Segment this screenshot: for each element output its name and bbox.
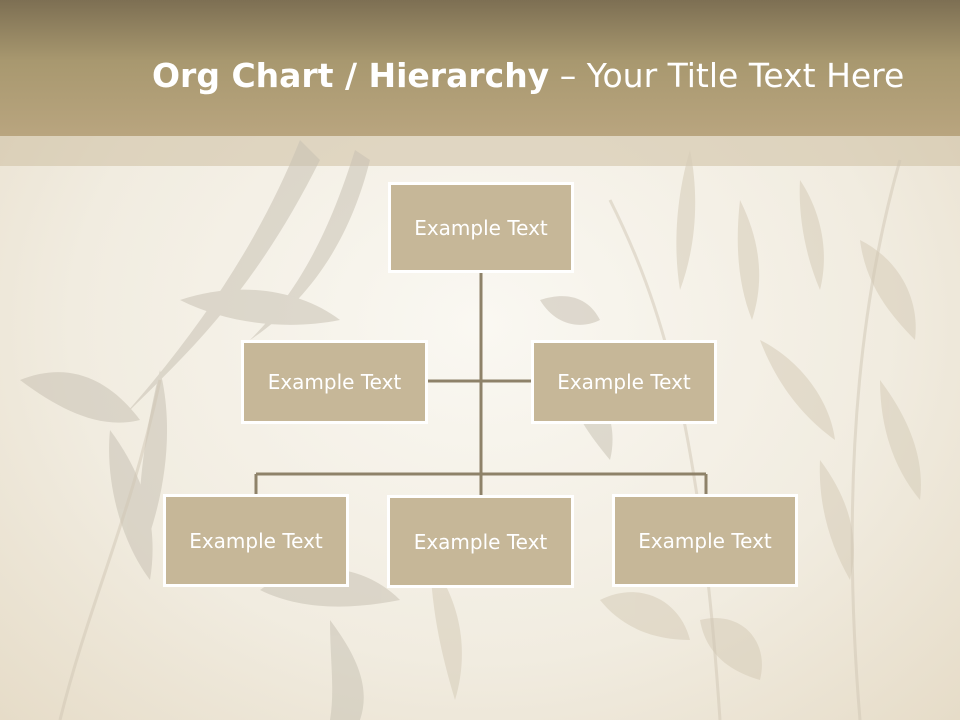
- page-title: Org Chart / Hierarchy – Your Title Text …: [152, 52, 904, 100]
- title-bold-part: Org Chart / Hierarchy: [152, 56, 550, 95]
- org-node-label: Example Text: [557, 370, 691, 394]
- org-node-label: Example Text: [189, 528, 323, 553]
- org-node-label: Example Text: [638, 528, 772, 553]
- org-node-label: Example Text: [413, 529, 548, 554]
- title-separator: –: [549, 56, 587, 95]
- title-normal-part: Your Title Text Here: [586, 56, 905, 95]
- title-bar-band: [0, 136, 960, 166]
- org-node-assistant-right[interactable]: Example Text: [531, 340, 717, 424]
- org-node-child-center[interactable]: Example Text: [387, 495, 574, 588]
- org-node-assistant-left[interactable]: Example Text: [241, 340, 428, 424]
- org-node-child-right[interactable]: Example Text: [612, 494, 798, 587]
- org-node-child-left[interactable]: Example Text: [163, 494, 349, 587]
- org-node-root[interactable]: Example Text: [388, 182, 574, 273]
- org-node-label: Example Text: [414, 215, 548, 240]
- org-node-label: Example Text: [267, 370, 402, 394]
- title-bar: [0, 0, 960, 136]
